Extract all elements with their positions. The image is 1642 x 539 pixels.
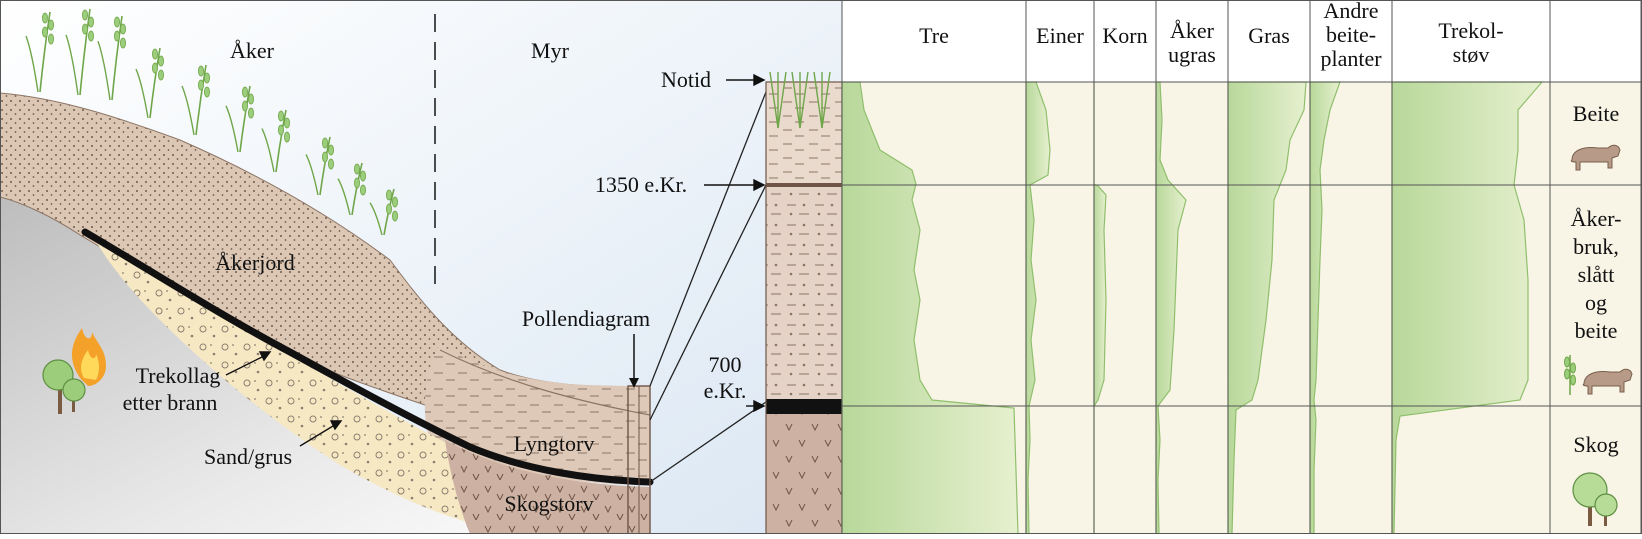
column-header-pasture: Andre [1324,0,1379,23]
layer-label-charcoal-1: Trekollag [136,363,221,388]
core-label-700-a: 700 [709,352,742,377]
layer-label-forest-peat: Skogstorv [504,491,593,516]
phase-label-farming: beite [1575,318,1618,343]
core-label-700-b: e.Kr. [704,378,747,403]
layer-label-heath-peat: Lyngtorv [514,431,595,456]
column-header-pasture: planter [1320,46,1382,71]
core-charcoal-band [766,399,842,414]
pollen-diagram-label: Pollendiagram [522,306,650,331]
phase-label-farming: bruk, [1573,234,1619,259]
phase-label-grazing: Beite [1573,101,1619,126]
column-header-charcoal: støv [1453,42,1490,67]
phase-label-farming: Åker- [1571,206,1622,231]
zone-label-bog: Myr [531,38,570,63]
layer-label-sand: Sand/grus [204,444,292,469]
layer-label-topsoil: Åkerjord [215,250,294,275]
column-header-weeds: ugras [1168,42,1216,67]
phase-label-farming: slått [1578,262,1615,287]
column-header-pasture: beite- [1326,22,1376,47]
column-header-juniper: Einer [1036,23,1084,48]
column-header-tree: Tre [919,23,949,48]
phase-label-forest: Skog [1573,432,1618,457]
layer-label-charcoal-2: etter brann [123,390,218,415]
zone-label-field: Åker [230,38,275,63]
column-header-weeds: Åker [1170,18,1215,43]
column-header-charcoal: Trekol- [1438,18,1503,43]
core-label-present: Notid [661,67,711,92]
column-header-cereal: Korn [1102,23,1147,48]
phase-label-farming: og [1585,290,1607,315]
column-header-grass: Gras [1248,23,1290,48]
cross-section: Åker Myr Åkerjord Trekollag etter brann … [0,0,842,534]
core-label-1350: 1350 e.Kr. [595,172,687,197]
core-boundary-1350 [766,183,842,187]
